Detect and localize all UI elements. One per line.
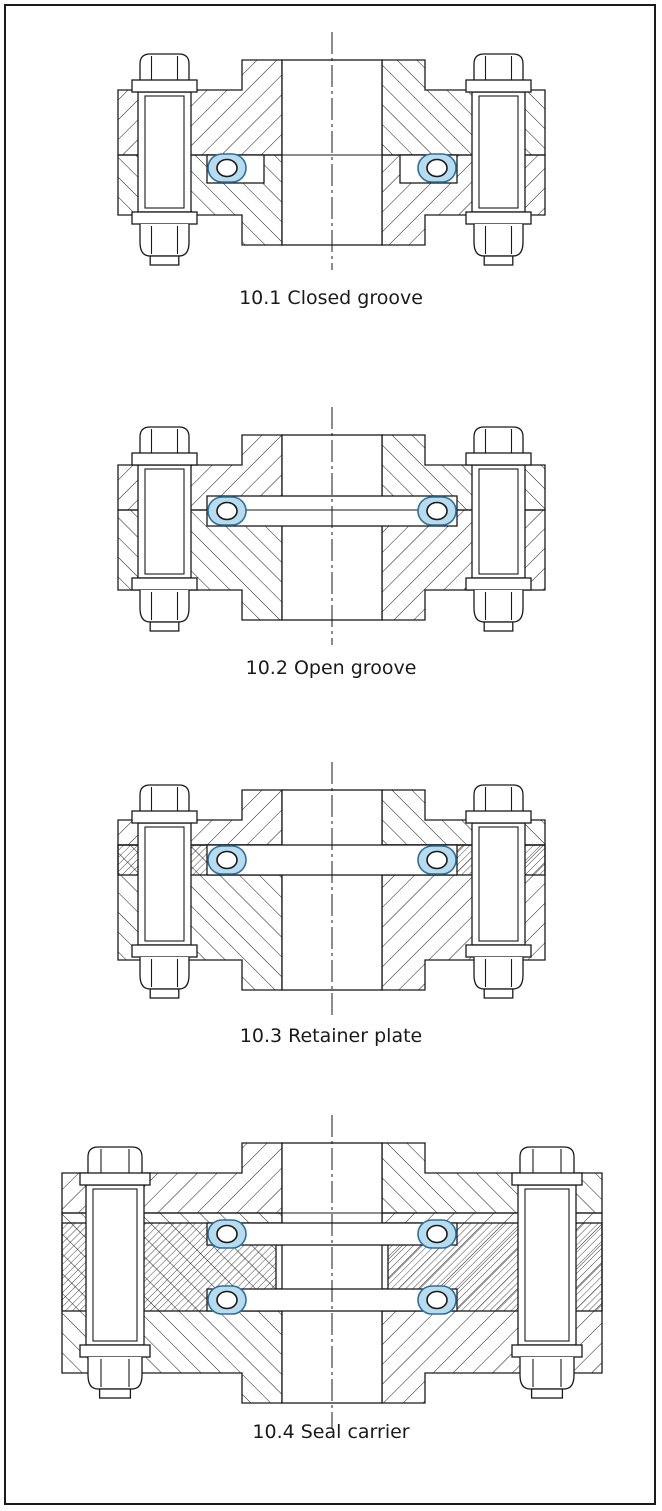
bolt-head-right — [511, 1146, 583, 1186]
bolt-shank-left — [137, 464, 192, 579]
bolt-shank-right — [517, 1184, 577, 1346]
nut-left — [131, 577, 198, 632]
o-ring-3 — [207, 1285, 247, 1315]
bolt-shank-right — [471, 464, 526, 579]
nut-left — [131, 211, 198, 266]
bolt-head-left — [131, 784, 198, 824]
bolt-head-right — [465, 426, 532, 466]
bolt-shank-left — [137, 91, 192, 213]
nut-right — [465, 211, 532, 266]
retainer-plate-drawing — [117, 762, 546, 1015]
caption-seal-carrier: 10.4 Seal carrier — [252, 1421, 410, 1443]
open-groove-drawing — [117, 407, 546, 645]
figure-closed-groove: 10.1 Closed groove — [0, 0, 662, 330]
bolt-head-right — [465, 784, 532, 824]
bolt-head-right — [465, 53, 532, 93]
nut-left — [79, 1344, 151, 1399]
bolt-head-left — [131, 53, 198, 93]
caption-open-groove: 10.2 Open groove — [245, 657, 417, 679]
caption-closed-groove: 10.1 Closed groove — [239, 287, 423, 309]
page-frame — [4, 4, 656, 1505]
caption-retainer-plate: 10.3 Retainer plate — [239, 1025, 423, 1047]
o-ring-1 — [207, 1219, 247, 1249]
nut-right — [465, 944, 532, 999]
o-ring-2 — [417, 1219, 457, 1249]
bolt-shank-left — [85, 1184, 145, 1346]
figure-seal-carrier: 10.4 Seal carrier — [0, 1093, 662, 1493]
bolt-head-left — [79, 1146, 151, 1186]
bolt-shank-left — [137, 822, 192, 946]
o-ring-2 — [417, 153, 457, 183]
nut-right — [465, 577, 532, 632]
o-ring-2 — [417, 845, 457, 875]
o-ring-2 — [417, 496, 457, 526]
nut-left — [131, 944, 198, 999]
bolt-shank-right — [471, 91, 526, 213]
o-ring-1 — [207, 153, 247, 183]
o-ring-1 — [207, 845, 247, 875]
seal-carrier-drawing — [61, 1115, 603, 1428]
figure-open-groove: 10.2 Open groove — [0, 380, 662, 720]
bolt-head-left — [131, 426, 198, 466]
closed-groove-drawing — [117, 32, 546, 270]
nut-right — [511, 1344, 583, 1399]
figure-retainer-plate: 10.3 Retainer plate — [0, 735, 662, 1075]
o-ring-1 — [207, 496, 247, 526]
bolt-shank-right — [471, 822, 526, 946]
o-ring-4 — [417, 1285, 457, 1315]
